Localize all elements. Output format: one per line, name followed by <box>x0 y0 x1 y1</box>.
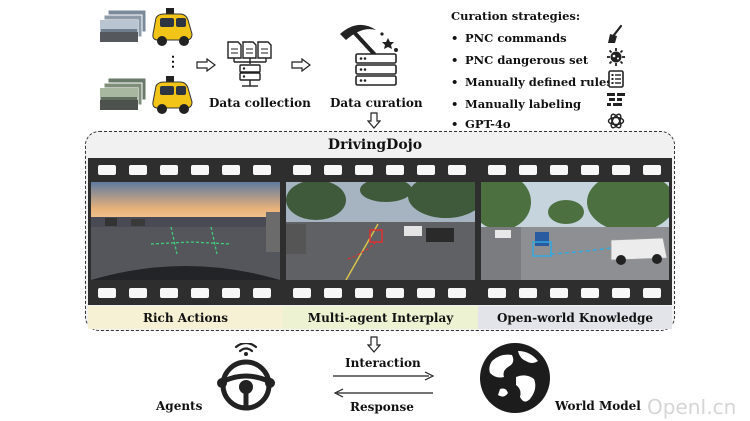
virus-icon <box>607 48 625 66</box>
arrow-down-icon <box>367 112 381 129</box>
scene-rich-actions <box>91 182 280 280</box>
film-strip-open-world <box>478 158 672 305</box>
strategy-label: Manually labeling <box>465 97 582 111</box>
broom-icon <box>608 24 623 43</box>
caption-multi-agent: Multi-agent Interplay <box>283 306 478 329</box>
strategy-item: •Manually defined rules <box>451 75 613 89</box>
ellipsis: ⋮ <box>166 54 180 70</box>
photo-stack-bottom <box>100 78 147 111</box>
strategy-item: •Manually labeling <box>451 97 582 111</box>
scene-open-world <box>481 182 669 280</box>
photo-stack-top <box>100 10 147 43</box>
autonomous-car-icon <box>152 76 193 114</box>
interaction-label: Interaction <box>345 356 421 370</box>
caption-open-world: Open-world Knowledge <box>478 306 672 329</box>
autonomous-car-icon <box>152 8 193 46</box>
caption-rich-actions: Rich Actions <box>88 306 283 329</box>
globe-icon <box>480 343 550 413</box>
arrow-left-icon <box>333 388 433 398</box>
strategies-title: Curation strategies: <box>451 9 581 23</box>
strategy-label: PNC dangerous set <box>465 53 589 67</box>
watermark: OpenI.cn <box>647 395 737 419</box>
data-curation-icon <box>340 24 398 86</box>
agents-label: Agents <box>156 399 203 413</box>
arrow-right-icon <box>291 58 311 72</box>
steering-wheel-agent-icon <box>217 343 275 411</box>
strategy-item: •GPT-4o <box>451 117 511 131</box>
strategy-label: Manually defined rules <box>465 75 613 89</box>
world-model-label: World Model <box>555 399 641 413</box>
list-icon <box>608 70 624 88</box>
strategy-label: PNC commands <box>465 31 567 45</box>
arrow-right-icon <box>196 58 216 72</box>
strategy-label: GPT-4o <box>465 117 511 131</box>
arrow-right-icon <box>333 371 435 381</box>
arrow-down-icon <box>367 336 381 353</box>
openai-icon <box>607 113 625 129</box>
data-collection-label: Data collection <box>209 96 311 110</box>
response-label: Response <box>350 400 414 414</box>
strategy-item: •PNC commands <box>451 31 567 45</box>
labeling-icon <box>607 93 625 106</box>
data-collection-icon <box>227 41 272 87</box>
scene-multi-agent <box>286 182 475 280</box>
film-strip-rich-actions <box>88 158 283 305</box>
drivingdojo-title: DrivingDojo <box>327 137 423 153</box>
film-strip-multi-agent <box>283 158 478 305</box>
strategy-item: •PNC dangerous set <box>451 53 589 67</box>
data-curation-label: Data curation <box>330 96 423 110</box>
